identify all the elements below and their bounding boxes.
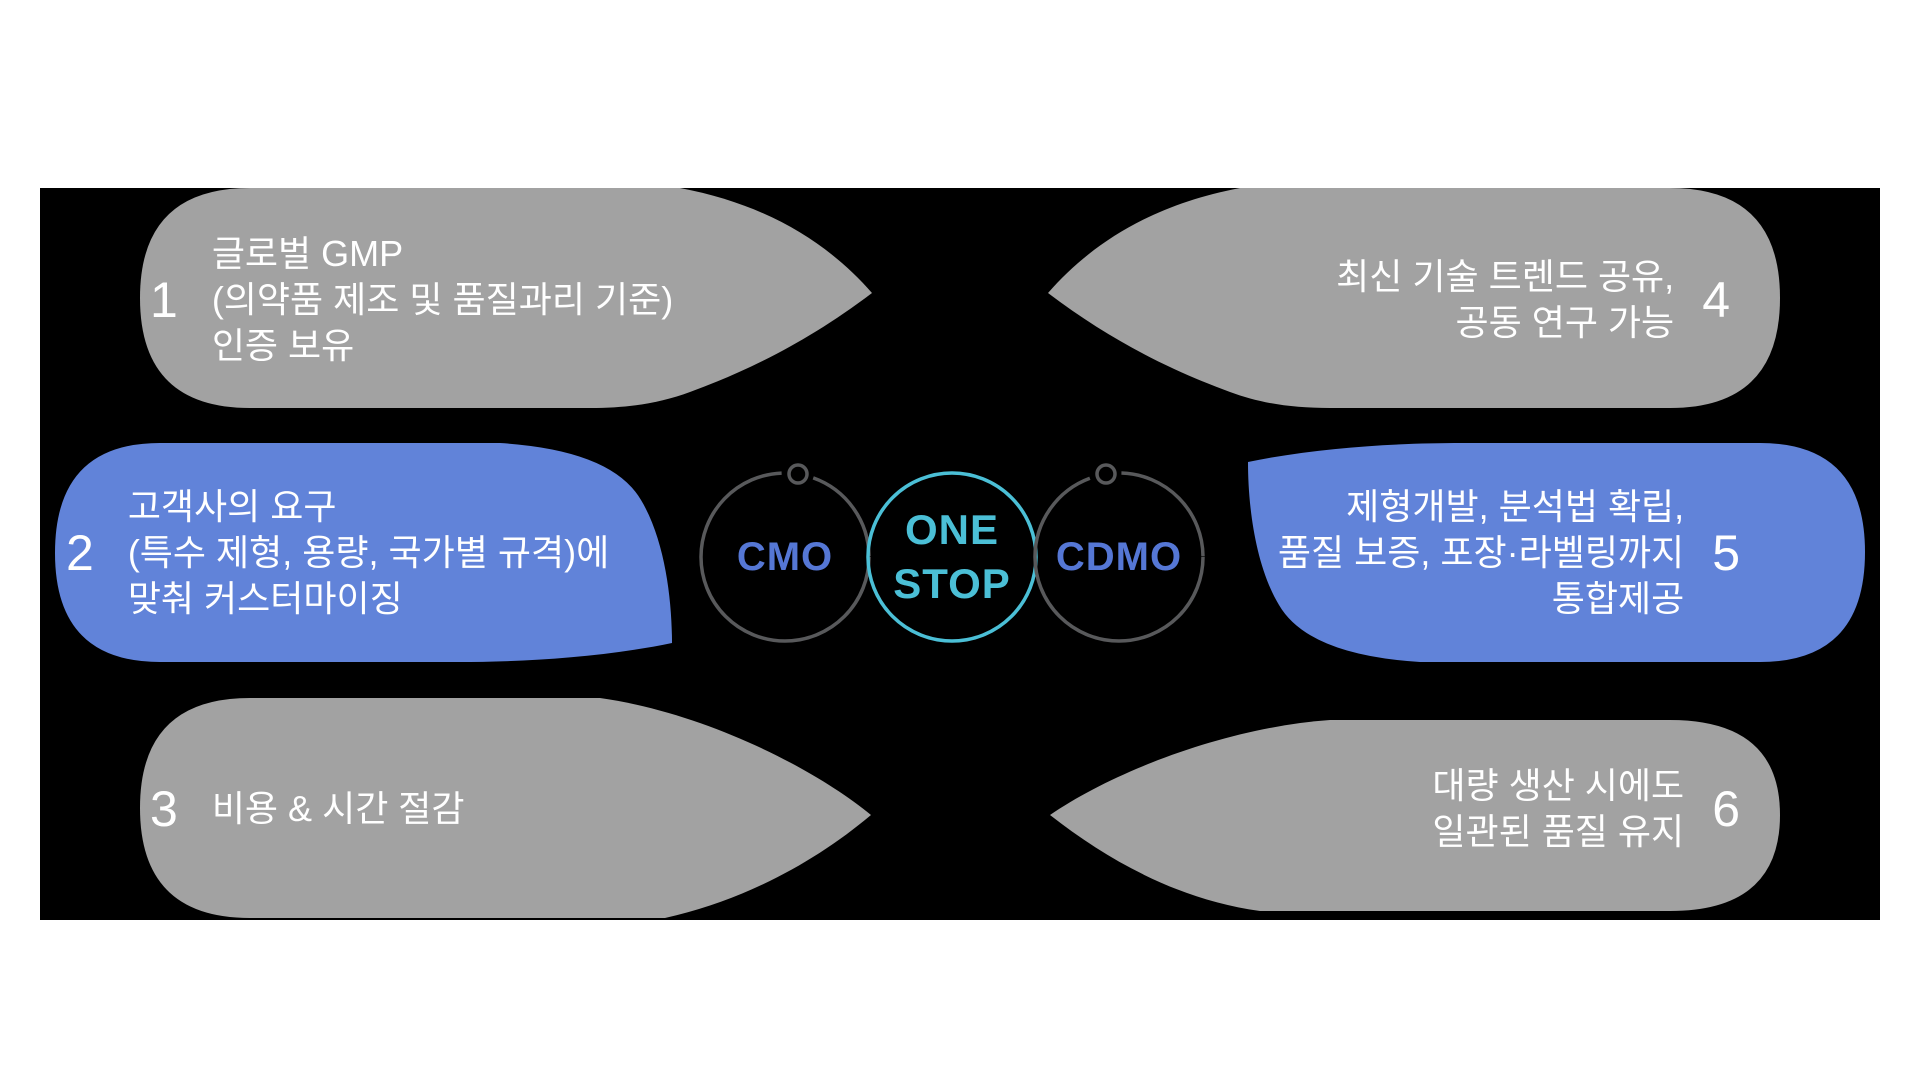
bubble-3-shape xyxy=(140,698,871,918)
bubble-2-text: 고객사의 요구 (특수 제형, 용량, 국가별 규격)에 맞춰 커스터마이징 xyxy=(127,486,610,619)
bubble-6-text: 대량 생산 시에도 일관된 품질 유지 xyxy=(1432,765,1685,852)
bubble-1-shape xyxy=(140,188,872,408)
bubble-6-number: 6 xyxy=(1712,781,1740,837)
bubble-3-text: 비용 & 시간 절감 xyxy=(211,788,465,829)
bubble-3: 3 비용 & 시간 절감 xyxy=(150,707,670,911)
bubble-1-number: 1 xyxy=(150,272,178,328)
one-stop-label: ONE STOP xyxy=(893,506,1011,607)
bubble-2: 2 고객사의 요구 (특수 제형, 용량, 국가별 규격)에 맞춰 커스터마이징 xyxy=(66,451,609,655)
bubble-4: 최신 기술 트렌드 공유, 공동 연구 가능 4 xyxy=(1130,198,1730,402)
cdmo-label: CDMO xyxy=(1055,535,1183,579)
cmo-ring-end-dot-icon xyxy=(787,463,809,485)
bubble-2-shape xyxy=(55,443,672,662)
bubble-6-shape xyxy=(1050,720,1780,911)
bubble-5-number: 5 xyxy=(1712,525,1740,581)
bubble-1-text: 글로벌 GMP (의약품 제조 및 품질과리 기준) 인증 보유 xyxy=(211,233,674,366)
cmo-label: CMO xyxy=(736,535,834,579)
bubble-5-text: 제형개발, 분석법 확립, 품질 보증, 포장·라벨링까지 통합제공 xyxy=(1277,486,1685,619)
bubble-4-text: 최신 기술 트렌드 공유, 공동 연구 가능 xyxy=(1336,256,1675,343)
bubble-2-number: 2 xyxy=(66,525,94,581)
bubble-3-number: 3 xyxy=(150,781,178,837)
cdmo-ring xyxy=(1033,471,1205,643)
bubble-4-shape xyxy=(1048,188,1780,408)
bubble-6: 대량 생산 시에도 일관된 품질 유지 6 xyxy=(1190,707,1740,911)
bubble-4-number: 4 xyxy=(1702,272,1730,328)
cdmo-ring-end-dot-icon xyxy=(1095,463,1117,485)
bubble-5-shape xyxy=(1248,443,1865,662)
bubble-1: 1 글로벌 GMP (의약품 제조 및 품질과리 기준) 인증 보유 xyxy=(150,198,750,402)
bubble-5: 제형개발, 분석법 확립, 품질 보증, 포장·라벨링까지 통합제공 5 xyxy=(1190,451,1740,655)
